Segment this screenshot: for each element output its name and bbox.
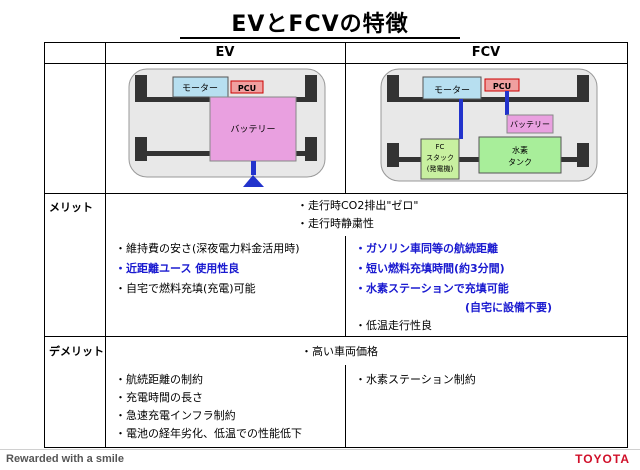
ev-motor-label: モーター — [182, 83, 218, 94]
demerit-ev-1: ・航続距離の制約 — [115, 373, 203, 386]
merit-fcv-5: ・低温走行性良 — [355, 319, 432, 332]
demerit-ev-4: ・電池の経年劣化、低温での性能低下 — [115, 427, 302, 440]
brand-logo: TOYOTA — [575, 452, 630, 466]
col-divider-main — [345, 43, 346, 193]
merit-ev-1: ・維持費の安さ(深夜電力料金活用時) — [115, 242, 300, 255]
comparison-table: EV FCV モーター PCU バッテリー — [44, 42, 628, 448]
demerit-ev-3: ・急速充電インフラ制約 — [115, 409, 236, 422]
merit-common-2: ・走行時静粛性 — [297, 217, 374, 230]
col-divider-demerit — [345, 365, 346, 447]
footer-bar: Rewarded with a smile TOYOTA — [0, 449, 640, 470]
fcv-fc-label-2: スタック — [426, 153, 454, 162]
fcv-fc-label-1: FC — [436, 143, 445, 151]
fcv-battery-label: バッテリー — [510, 120, 550, 129]
demerit-ev-2: ・充電時間の長さ — [115, 391, 203, 404]
merit-ev-2: ・近距離ユース 使用性良 — [115, 262, 240, 275]
header-separator — [45, 63, 627, 64]
merit-fcv-2: ・短い燃料充填時間(約3分間) — [355, 262, 505, 275]
ev-battery-label: バッテリー — [230, 124, 275, 135]
demerit-row-label: デメリット — [49, 345, 104, 358]
fcv-pcu-label: PCU — [493, 82, 511, 91]
fcv-tank-label-1: 水素 — [512, 145, 528, 155]
merit-common-1: ・走行時CO2排出"ゼロ" — [297, 199, 419, 212]
demerit-common-1: ・高い車両価格 — [301, 345, 378, 358]
footer-tagline: Rewarded with a smile — [6, 453, 124, 465]
ev-diagram: モーター PCU バッテリー — [127, 67, 327, 191]
header-fcv: FCV — [471, 45, 501, 60]
merit-fcv-1: ・ガソリン車同等の航続距離 — [355, 242, 498, 255]
fcv-fc-label-3: (発電機) — [427, 164, 454, 173]
diagram-separator — [45, 193, 627, 194]
demerit-fcv-1: ・水素ステーション制約 — [355, 373, 476, 386]
col-divider-merit — [345, 236, 346, 336]
merit-ev-3: ・自宅で燃料充填(充電)可能 — [115, 282, 256, 295]
merit-fcv-4: (自宅に設備不要) — [465, 301, 553, 314]
fcv-tank-label-2: タンク — [508, 158, 532, 167]
ev-pcu-label: PCU — [238, 84, 256, 93]
merit-fcv-3: ・水素ステーションで充填可能 — [355, 282, 509, 295]
title-underline — [180, 37, 460, 39]
fcv-motor-label: モーター — [434, 85, 470, 96]
merit-row-label: メリット — [49, 201, 93, 214]
col-divider-label — [105, 43, 106, 447]
header-ev: EV — [215, 45, 235, 60]
fcv-diagram: モーター PCU バッテリー FC スタック (発電機) 水素 タンク — [379, 67, 599, 191]
merit-separator — [45, 336, 627, 337]
page-title: EVとFCVの特徴 — [231, 12, 409, 37]
